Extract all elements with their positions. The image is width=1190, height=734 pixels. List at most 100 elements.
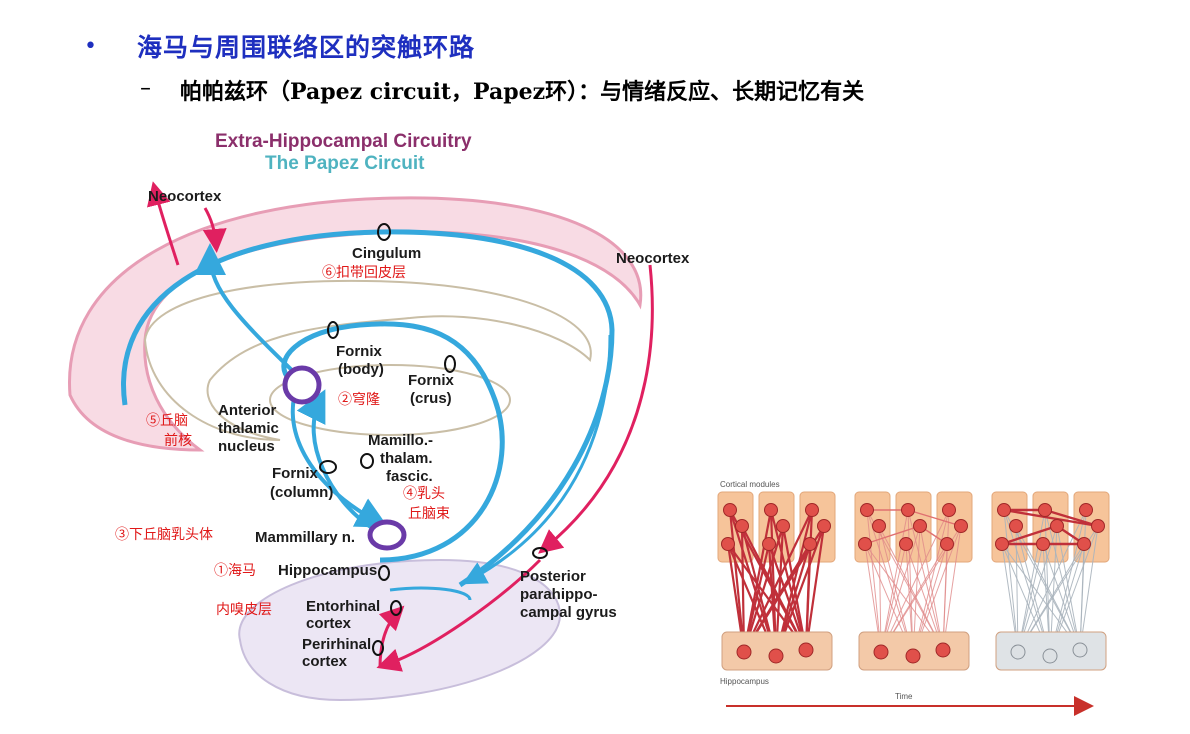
connection-line: [781, 525, 808, 651]
fornix-body-marker: [327, 321, 339, 339]
entorhinal-marker: [390, 600, 402, 616]
memory-consolidation-inset: Cortical modules Hippocampus Time: [717, 480, 1110, 716]
cortical-neuron: [1077, 537, 1091, 551]
slide-title: 海马与周围联络区的突触环路: [137, 33, 476, 62]
connection-line: [942, 525, 962, 651]
label-fornix-crus-2: (crus): [410, 390, 452, 407]
neuron-nodes-group: [721, 503, 1105, 664]
connection-line: [1015, 525, 1019, 653]
slide-subtitle: 帕帕兹环（Papez circuit，Papez环）：与情绪反应、长期记忆有关: [180, 79, 865, 105]
hippocampal-neuron: [1072, 642, 1088, 658]
bullet-point: •: [84, 34, 97, 59]
label-posterior-3: campal gyrus: [520, 604, 617, 621]
label-cingulum: Cingulum: [352, 245, 421, 262]
thalamo-cingulate-path: [194, 243, 302, 380]
cortical-link: [1003, 508, 1099, 528]
connection-line: [1056, 525, 1081, 651]
temporal-lobe: [238, 558, 562, 702]
cortical-neuron: [723, 503, 737, 517]
thalamus-outline: [269, 364, 511, 436]
cingulum-marker: [377, 223, 391, 241]
inset-time-label: Time: [895, 692, 913, 701]
cortical-neuron: [872, 519, 886, 533]
connection-line: [728, 509, 746, 653]
cortical-neuron: [735, 519, 749, 533]
label-fornix-column-2: (column): [270, 484, 333, 501]
fornix-path: [281, 321, 505, 563]
parahippocampal-path: [376, 558, 542, 672]
cortical-link: [1001, 524, 1058, 546]
label-fornix-column-1: Fornix: [272, 465, 318, 482]
connection-line: [880, 509, 950, 653]
annotation-anterior-2: 前核: [164, 432, 192, 449]
cortical-neuron: [860, 503, 874, 517]
cortical-neuron: [995, 537, 1009, 551]
connection-line: [878, 525, 882, 653]
annotation-cingulate: ⑥扣带回皮层: [322, 265, 406, 281]
cortical-neuron: [942, 503, 956, 517]
connection-line: [1003, 509, 1081, 651]
label-fornix-body-1: Fornix: [336, 343, 382, 360]
label-perirhinal-1: Perirhinal: [302, 636, 371, 653]
cortical-neuron: [1036, 537, 1050, 551]
fornix-column-marker: [319, 460, 337, 474]
label-anterior-2: thalamic: [218, 420, 279, 437]
label-entorhinal-1: Entorhinal: [306, 598, 380, 615]
cortical-neuron: [1009, 519, 1023, 533]
label-perirhinal-2: cortex: [302, 653, 348, 670]
connection-line: [1017, 509, 1046, 653]
neocortex-out-arrow: [146, 181, 180, 266]
hippocampal-neuron: [798, 642, 814, 658]
corpus-callosum: [143, 279, 592, 441]
cortical-neuron: [776, 519, 790, 533]
posterior-marker: [532, 547, 548, 559]
cortical-neuron: [1038, 503, 1052, 517]
cortical-link: [864, 525, 921, 545]
connection-line: [1003, 509, 1019, 653]
label-neocortex-right: Neocortex: [616, 250, 690, 267]
cortical-link: [907, 509, 962, 527]
annotation-hippocampus: ①海马: [214, 563, 256, 579]
mammillary-nucleus: [367, 519, 407, 551]
hippocampal-neuron: [935, 642, 951, 658]
cortical-neuron: [764, 503, 778, 517]
fornix-crus-marker: [444, 355, 456, 373]
cortical-neuron: [1079, 503, 1093, 517]
cortical-neuron: [803, 537, 817, 551]
cingulum-return: [462, 334, 612, 585]
neocortex-right-arrow: [538, 264, 654, 554]
cortical-neuron: [997, 503, 1011, 517]
sub-bullet-dash: –: [140, 76, 151, 101]
label-fornix-body-2: (body): [338, 361, 384, 378]
cortical-neuron: [805, 503, 819, 517]
label-mamillo-2: thalam.: [380, 450, 433, 467]
hippocampal-output: [389, 586, 472, 601]
connection-line: [1017, 509, 1087, 653]
connection-line: [866, 509, 882, 653]
mamillothalamic-marker: [360, 453, 374, 469]
neocortex-in-arrow: [202, 207, 227, 253]
inset-hippocampus-label: Hippocampus: [720, 677, 769, 686]
diagram-header-1: Extra-Hippocampal Circuitry: [215, 131, 472, 152]
hippocampal-neuron: [736, 644, 752, 660]
connection-line: [919, 525, 944, 651]
label-mamillo-1: Mamillo.-: [368, 432, 433, 449]
hippocampal-neuron: [873, 644, 889, 660]
connection-line: [743, 509, 813, 653]
label-hippocampus: Hippocampus: [278, 562, 377, 579]
connection-line: [804, 525, 826, 651]
annotation-mammillary: ③下丘脑乳头体: [115, 527, 213, 543]
annotation-mamillo-2: 丘脑束: [408, 506, 450, 522]
annotation-mamillo-1: ④乳头: [403, 486, 445, 502]
cortical-neuron: [762, 537, 776, 551]
hippocampal-neuron: [768, 648, 784, 664]
label-neocortex-left: Neocortex: [148, 188, 222, 205]
cortical-neuron: [1050, 519, 1064, 533]
connection-line: [742, 525, 785, 653]
cortical-neuron: [721, 537, 735, 551]
cortical-neuron: [817, 519, 831, 533]
annotation-anterior-1: ⑤丘脑: [146, 413, 188, 429]
label-anterior-3: nucleus: [218, 438, 275, 455]
annotation-entorhinal: 内嗅皮层: [216, 602, 272, 618]
label-mammillary: Mammillary n.: [255, 529, 355, 546]
